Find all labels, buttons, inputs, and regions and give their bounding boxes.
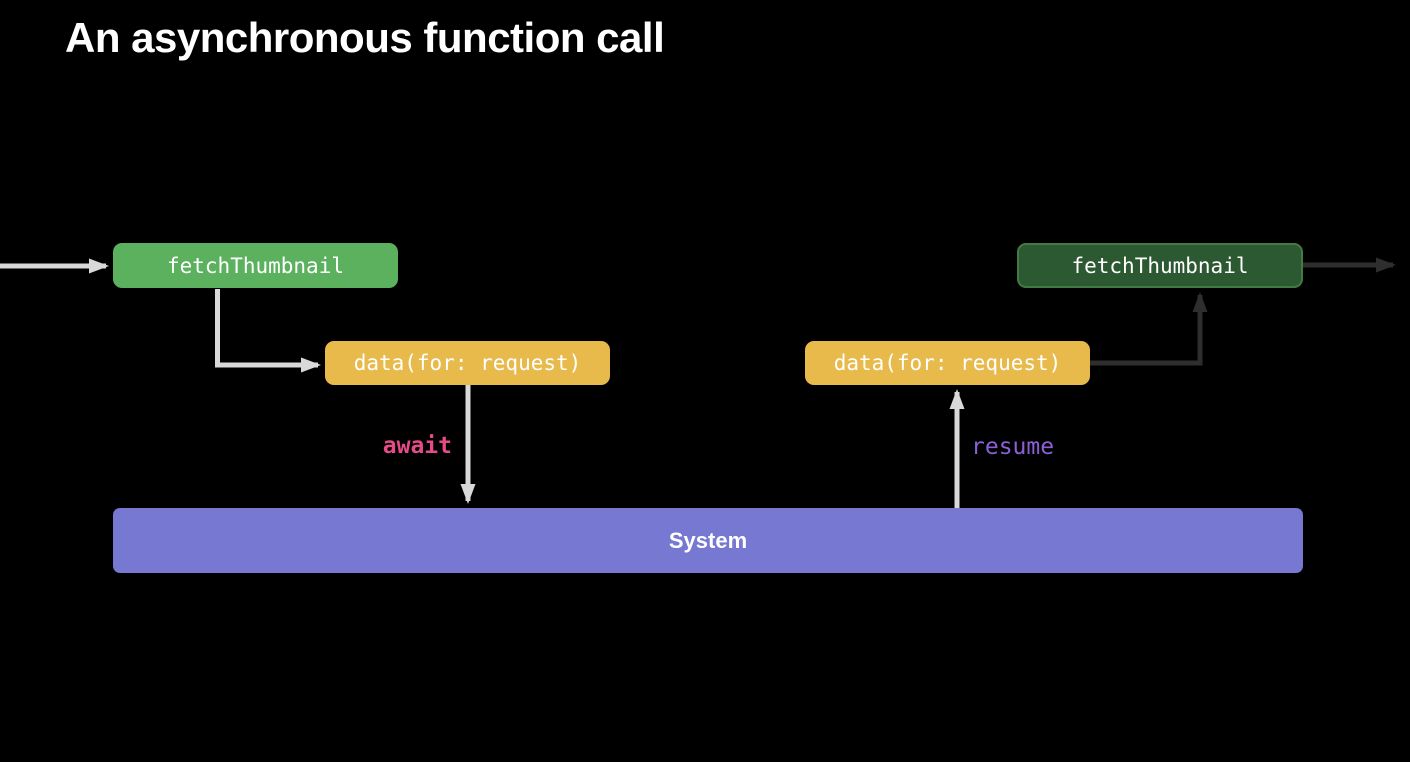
fetch-thumbnail-inactive-label: fetchThumbnail: [1071, 253, 1249, 278]
data-request-right-box: data(for: request): [805, 341, 1090, 385]
fetch-thumbnail-active-label: fetchThumbnail: [166, 253, 344, 278]
data-request-right-label: data(for: request): [833, 351, 1062, 375]
await-keyword-label: await: [382, 433, 452, 459]
system-bar: System: [113, 508, 1303, 573]
data-request-left-box: data(for: request): [325, 341, 610, 385]
resume-keyword-label: resume: [971, 434, 1055, 460]
data-request-left-label: data(for: request): [353, 351, 582, 375]
system-bar-label: System: [668, 527, 748, 553]
fetch-thumbnail-active-box: fetchThumbnail: [113, 243, 398, 288]
slide-title: An asynchronous function call: [65, 14, 665, 61]
fetch-thumbnail-inactive-box: fetchThumbnail: [1017, 243, 1303, 288]
return-elbow-arrow: [1090, 292, 1208, 366]
call-elbow-arrow: [215, 289, 321, 373]
